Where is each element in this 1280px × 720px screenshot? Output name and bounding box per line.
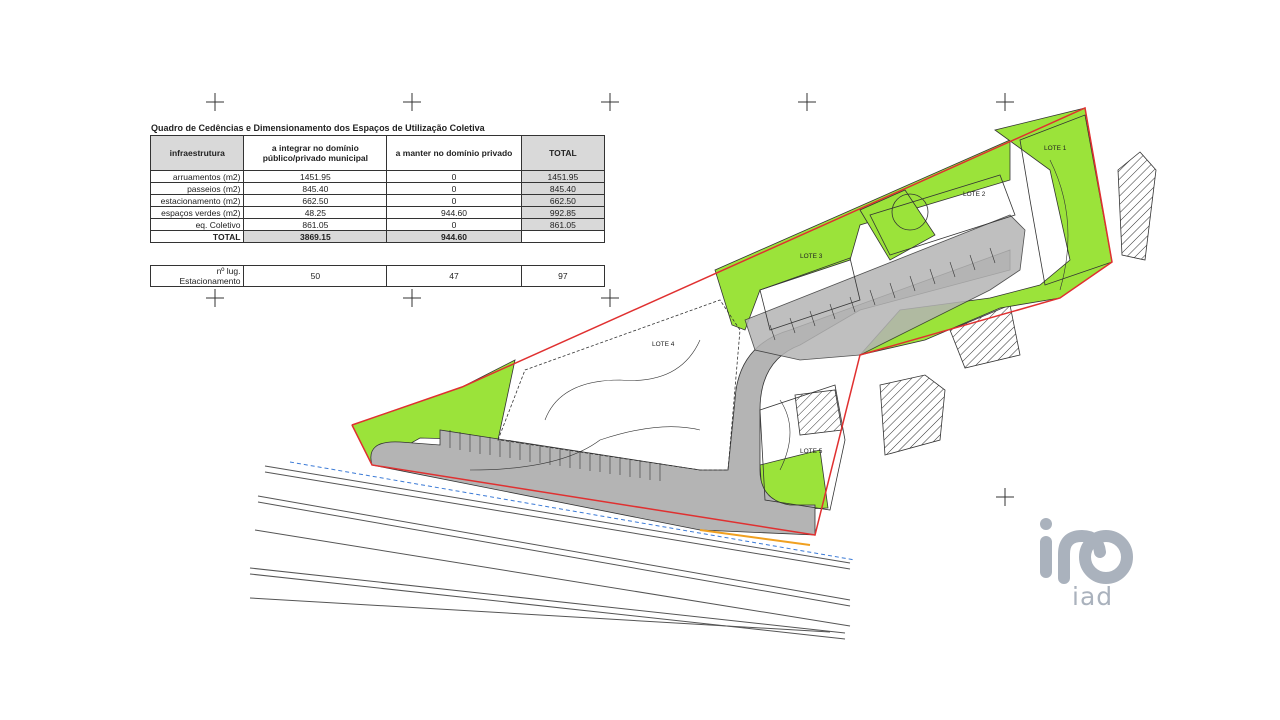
table-row: passeios (m2) 845.40 0 845.40 <box>149 182 606 195</box>
water-line <box>289 461 856 561</box>
total-publico: 3869.15 <box>243 230 388 243</box>
neighbour-building <box>879 374 946 456</box>
row-label: eq. Coletivo <box>149 218 245 231</box>
table-row: espaços verdes (m2) 48.25 944.60 992.85 <box>149 206 606 219</box>
street-lines <box>249 465 851 640</box>
total-label: TOTAL <box>149 230 245 243</box>
crosshair-marks <box>206 93 1014 506</box>
iad-logo-icon <box>1040 518 1133 584</box>
row-publico: 861.05 <box>243 218 388 231</box>
lot-label-3: LOTE 3 <box>800 253 823 260</box>
lot-label-1: LOTE 1 <box>1044 145 1067 152</box>
row-publico: 662.50 <box>243 194 388 207</box>
parking-bays <box>449 247 996 481</box>
logo-text: iad <box>1072 582 1114 611</box>
neighbour-building <box>949 304 1021 369</box>
lot-label-4: LOTE 4 <box>652 341 675 348</box>
cessions-table: infraestrutura a integrar no domínio púb… <box>149 135 606 243</box>
row-publico: 48.25 <box>243 206 388 219</box>
row-total: 845.40 <box>520 182 606 195</box>
parking-table: nº lug. Estacionamento 50 47 97 <box>149 265 606 287</box>
table-row: estacionamento (m2) 662.50 0 662.50 <box>149 194 606 207</box>
orange-edge <box>699 529 811 546</box>
row-label: passeios (m2) <box>149 182 245 195</box>
header-total: TOTAL <box>520 135 606 171</box>
row-label: arruamentos (m2) <box>149 170 245 183</box>
row-label: estacionamento (m2) <box>149 194 245 207</box>
neighbour-building <box>1117 151 1157 261</box>
total-privado: 944.60 <box>386 230 522 243</box>
row-privado: 0 <box>386 182 522 195</box>
row-total: 992.85 <box>520 206 606 219</box>
row-total: 662.50 <box>520 194 606 207</box>
table-total-row: TOTAL 3869.15 944.60 <box>149 230 606 243</box>
parking-label: nº lug. Estacionamento <box>149 265 245 287</box>
lot-outlines <box>497 114 1113 511</box>
row-publico: 845.40 <box>243 182 388 195</box>
row-privado: 0 <box>386 194 522 207</box>
parking-total: 97 <box>520 265 606 287</box>
contour-lines <box>469 159 1069 471</box>
row-privado: 944.60 <box>386 206 522 219</box>
neighbour-building <box>794 389 843 436</box>
row-publico: 1451.95 <box>243 170 388 183</box>
lot-label-2: LOTE 2 <box>963 191 986 198</box>
header-infraestrutura: infraestrutura <box>149 135 245 171</box>
header-privado: a manter no domínio privado <box>386 135 522 171</box>
table-title: Quadro de Cedências e Dimensionamento do… <box>151 123 485 133</box>
row-privado: 0 <box>386 218 522 231</box>
row-privado: 0 <box>386 170 522 183</box>
table-row: arruamentos (m2) 1451.95 0 1451.95 <box>149 170 606 183</box>
table-header-row: infraestrutura a integrar no domínio púb… <box>149 135 606 171</box>
table-row: eq. Coletivo 861.05 0 861.05 <box>149 218 606 231</box>
parking-privado: 47 <box>386 265 522 287</box>
roads <box>370 214 1026 536</box>
lot-label-5: LOTE 5 <box>800 448 823 455</box>
parking-publico: 50 <box>243 265 388 287</box>
header-publico: a integrar no domínio público/privado mu… <box>243 135 388 171</box>
boundary-line <box>351 106 1113 536</box>
row-total: 1451.95 <box>520 170 606 183</box>
parking-row: nº lug. Estacionamento 50 47 97 <box>149 265 606 287</box>
total-empty <box>520 230 606 243</box>
row-total: 861.05 <box>520 218 606 231</box>
row-label: espaços verdes (m2) <box>149 206 245 219</box>
